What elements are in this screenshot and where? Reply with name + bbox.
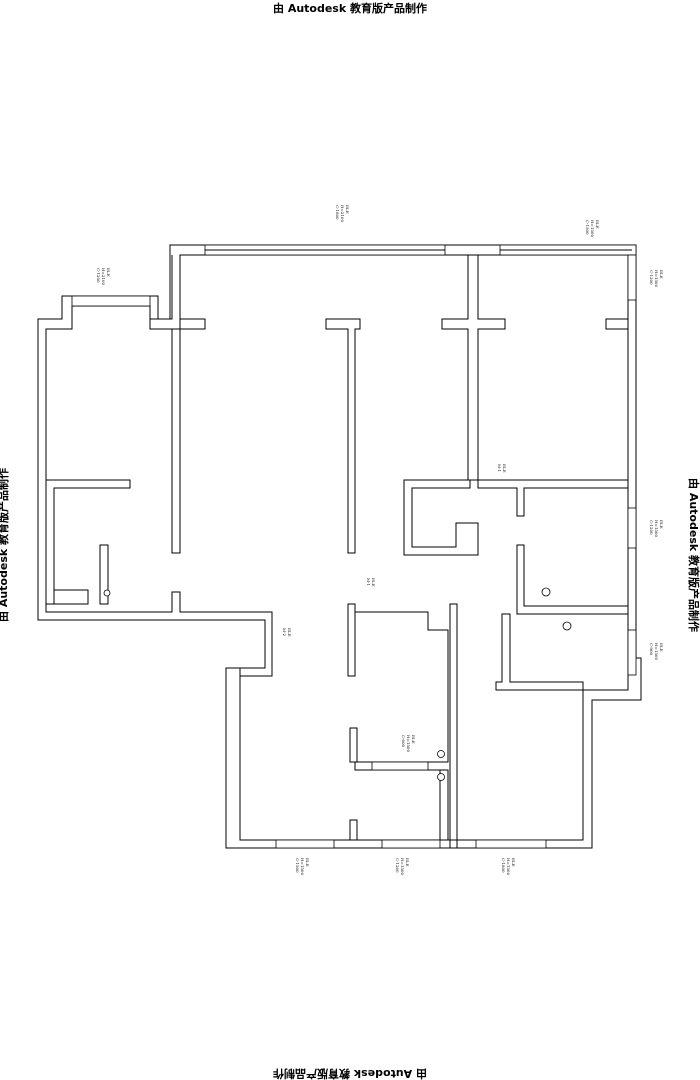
annotation-line: C-1200 xyxy=(96,268,101,283)
annotation-line: H=2100 xyxy=(101,268,106,285)
annotation-line: H=1500 xyxy=(406,735,411,752)
annotation-line: ELE xyxy=(345,205,350,214)
window-left-balcony xyxy=(71,295,151,307)
fixtures xyxy=(103,587,572,781)
central-wall xyxy=(325,318,361,554)
annotation-line: C-1500 xyxy=(585,220,590,235)
annotation-line: ELE xyxy=(371,578,376,587)
annotation-line: H=1500 xyxy=(654,270,659,287)
annotation-line: ELE xyxy=(502,464,507,473)
annotation-line: ELE xyxy=(411,735,416,744)
watermark-bottom: 由 Autodesk 教育版产品制作 xyxy=(273,1067,427,1080)
annotation-line: ELE xyxy=(511,858,516,867)
annotation-line: ELE xyxy=(659,520,664,529)
annotation-line: ELE xyxy=(659,643,664,652)
lower-right-wall xyxy=(449,603,458,849)
lower-door-jamb xyxy=(349,727,358,763)
right-bedroom-wall xyxy=(605,318,629,330)
annotation-line: C-1800 xyxy=(501,858,506,873)
window-bath xyxy=(371,761,429,771)
left-bath-tub xyxy=(53,589,89,605)
annotation-line: M-2 xyxy=(282,628,287,636)
annotation-line: ELE xyxy=(305,858,310,867)
annotation-line: ELE xyxy=(595,220,600,229)
watermark-left: 由 Autodesk 教育版产品制作 xyxy=(0,468,10,622)
annotation-line: ELE xyxy=(106,268,111,277)
annotation-line: H=1500 xyxy=(654,520,659,537)
floor-drain-bath-upper xyxy=(437,750,445,758)
kitchen-wall xyxy=(403,479,479,556)
annotation-line: C-1200 xyxy=(649,520,654,535)
central-wall-lower xyxy=(347,603,356,677)
right-mid-room xyxy=(516,544,629,615)
annotation-line: C-600 xyxy=(401,735,406,748)
annotation-line: ELE xyxy=(287,628,292,637)
window-right-corner xyxy=(627,254,637,301)
window-right-upper xyxy=(627,507,637,549)
right-mid-wall xyxy=(477,479,629,517)
floor-drain-left xyxy=(103,589,111,597)
annotation-line: C-1500 xyxy=(295,858,300,873)
annotation-line: M-1 xyxy=(497,464,502,472)
watermark-top: 由 Autodesk 教育版产品制作 xyxy=(273,1,427,15)
annotation-line: H=1500 xyxy=(506,858,511,875)
window-right-lower xyxy=(627,629,637,676)
annotation-line: ELE xyxy=(659,270,664,279)
annotation-line: C-1200 xyxy=(395,858,400,873)
window-bottom-mid xyxy=(381,839,441,849)
floor-drain-right-lower xyxy=(562,621,572,631)
annotation-line: M-1 xyxy=(366,578,371,586)
left-bath-door xyxy=(99,544,109,605)
right-lower-room xyxy=(495,613,584,691)
annotation-line: H=1500 xyxy=(590,220,595,237)
floor-drain-right-mid xyxy=(541,587,551,597)
annotation-line: H=1500 xyxy=(654,643,659,660)
inner-wall xyxy=(45,254,629,841)
mid-column xyxy=(441,254,506,481)
annotation-line: C-1200 xyxy=(649,270,654,285)
window-bottom-left xyxy=(275,839,335,849)
annotation-line: H=1500 xyxy=(400,858,405,875)
annotation-line: C-1800 xyxy=(335,205,340,220)
lower-bottom-jamb xyxy=(349,819,358,841)
annotation-line: H=1500 xyxy=(300,858,305,875)
walls xyxy=(37,244,642,849)
left-bath-wall xyxy=(46,479,131,605)
left-bedroom-wall xyxy=(149,255,206,554)
window-bottom-right xyxy=(475,839,547,849)
windows xyxy=(71,244,637,849)
annotation-line: ELE xyxy=(405,858,410,867)
annotation-line: H=2100 xyxy=(340,205,345,222)
annotation-line: C-900 xyxy=(649,643,654,656)
floor-drain-bath-lower xyxy=(437,773,445,781)
outer-wall xyxy=(37,244,642,849)
lower-bath-wall xyxy=(354,611,449,841)
watermark-right: 由 Autodesk 教育版产品制作 xyxy=(687,478,700,632)
